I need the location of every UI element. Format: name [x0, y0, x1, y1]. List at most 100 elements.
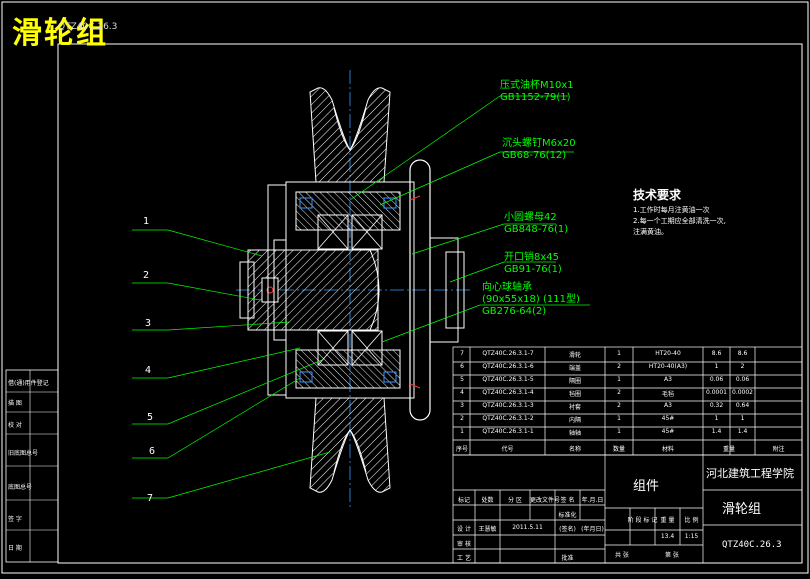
bom-cell-w1: 8.6 — [711, 350, 722, 357]
tech-requirement-line: 2.每一个工期应全部清洗一次, — [633, 217, 726, 225]
bearing-bottom — [317, 330, 383, 366]
bom-cell-code: QTZ40C.26.3.1-6 — [482, 363, 534, 370]
bom-cell-material: HT20-40(A3) — [648, 363, 688, 370]
callout-text: (90x55x18) (111型) — [482, 294, 580, 305]
bom-cell-no: 2 — [460, 415, 464, 422]
pulley-rim-top — [309, 87, 391, 183]
bearing-top — [317, 214, 383, 250]
bom-cell-name: 滑轮 — [568, 352, 581, 359]
part-leaders — [132, 229, 331, 499]
rev-header: 处数 — [481, 497, 494, 504]
bom-cell-no: 5 — [460, 376, 464, 383]
part-number: 7 — [147, 493, 154, 504]
review-label: 审 核 — [457, 541, 471, 548]
bom-cell-qty: 1 — [617, 376, 621, 383]
part-number: 4 — [145, 365, 152, 376]
callout-text: GB848-76(1) — [504, 224, 569, 235]
tech-requirement-line: 1.工作时每月注黄油一次 — [633, 206, 710, 214]
std-sign: (签名) — [559, 526, 576, 533]
weight-label: 重 量 — [660, 517, 675, 524]
bom-header-name: 名称 — [568, 446, 581, 453]
bom-cell-w1: 1.4 — [711, 428, 722, 435]
bom-cell-w2: 2 — [740, 363, 745, 370]
callout-text: 沉头螺钉M6x20 — [502, 138, 576, 149]
bom-header-note: 附注 — [772, 446, 785, 453]
bom-cell-material: A3 — [664, 402, 672, 409]
tech-requirement-line: 注满黄油。 — [633, 228, 668, 236]
bom-header-material: 材料 — [661, 446, 674, 453]
bom-cell-w2: 0.64 — [735, 402, 750, 409]
design-date: 2011.5.11 — [512, 524, 543, 531]
bom-header-weight: 重量 — [722, 446, 735, 453]
bom-cell-material: A3 — [664, 376, 672, 383]
bom-cell-qty: 1 — [617, 415, 621, 422]
design-signature: 王慧敏 — [478, 526, 497, 533]
side-label: 描 图 — [8, 400, 22, 407]
bom-cell-code: QTZ40C.26.3.1-3 — [482, 402, 534, 409]
bom-cell-qty: 1 — [617, 350, 621, 357]
callout-bearing: 向心球轴承 (90x55x18) (111型) GB276-64(2) — [482, 282, 580, 318]
drawing-number: QTZ40C.26.3 — [722, 540, 782, 550]
bom-cell-material: 45# — [661, 428, 675, 435]
bom-cell-code: QTZ40C.26.3.1-7 — [482, 350, 534, 357]
left-spacers — [267, 184, 287, 396]
bom-cell-w1: 0.32 — [709, 402, 724, 409]
rev-header: 更改文件号 — [530, 497, 561, 504]
assembly-label: 组件 — [633, 479, 660, 494]
rev-header: 分 区 — [508, 497, 522, 504]
rev-header: 年.月.日 — [581, 497, 604, 504]
side-label: 旧底图总号 — [8, 450, 39, 457]
weight-value: 13.4 — [660, 533, 675, 540]
bom-cell-w2: 8.6 — [737, 350, 748, 357]
bom-cell-qty: 1 — [617, 428, 621, 435]
bom-cell-w2: 1.4 — [737, 428, 748, 435]
approve-label: 批准 — [561, 555, 574, 562]
bom-cell-qty: 2 — [617, 363, 621, 370]
part-number: 5 — [147, 412, 154, 423]
callout-text: 开口销8x45 — [504, 252, 560, 263]
bom-cell-material: HT20-40 — [655, 350, 681, 357]
bom-cell-name: 内隔 — [568, 417, 581, 424]
bom-cell-name: 端盖 — [568, 365, 581, 372]
bom-cell-no: 6 — [460, 363, 464, 370]
bom-cell-w1: 1 — [714, 363, 719, 370]
bom-table — [452, 346, 803, 456]
rev-header: 签 名 — [560, 497, 575, 504]
callout-text: 压式油杯M10x1 — [500, 80, 574, 91]
bom-header-no: 序号 — [455, 446, 468, 453]
side-label: 日 期 — [8, 545, 22, 552]
bom-cell-w2: 0.06 — [735, 376, 750, 383]
inner-frame — [57, 43, 803, 564]
bom-cell-code: QTZ40C.26.3.1-5 — [482, 376, 534, 383]
callout-round-nut: 小圆螺母42 GB848-76(1) — [504, 212, 568, 236]
drawing-name: 滑轮组 — [722, 502, 762, 517]
callout-leaders — [349, 95, 590, 343]
bom-cell-name: 轴轴 — [568, 430, 581, 437]
bom-cell-name: 衬套 — [568, 404, 581, 411]
part-number: 1 — [143, 216, 150, 227]
process-label: 工 艺 — [457, 555, 471, 562]
design-label: 设 计 — [457, 526, 471, 533]
drawing-title: 滑轮组 — [12, 16, 108, 51]
side-plate — [409, 159, 465, 421]
title-block — [452, 454, 803, 564]
callout-text: GB68-76(12) — [502, 150, 567, 161]
callout-text: 向心球轴承 — [482, 282, 532, 293]
drawing-subtitle: QTZ40C.26.3 — [58, 22, 118, 32]
school-name: 河北建筑工程学院 — [706, 467, 794, 480]
bom-cell-code: QTZ40C.26.3.1-2 — [482, 415, 534, 422]
bom-cell-no: 7 — [460, 350, 464, 357]
callout-text: GB276-64(2) — [482, 306, 547, 317]
bom-header-qty: 数量 — [612, 446, 625, 453]
part-number: 2 — [143, 270, 150, 281]
pulley-rim-bottom — [309, 397, 391, 493]
bom-cell-no: 4 — [460, 389, 464, 396]
bom-cell-w2: 1 — [740, 415, 745, 422]
bom-cell-code: QTZ40C.26.3.1-4 — [482, 389, 534, 396]
bom-cell-w1: 0.06 — [709, 376, 724, 383]
side-label: 校 对 — [8, 422, 22, 429]
bom-cell-name: 毡圈 — [568, 391, 581, 398]
rev-header: 标记 — [457, 497, 470, 504]
bom-cell-qty: 2 — [617, 389, 621, 396]
